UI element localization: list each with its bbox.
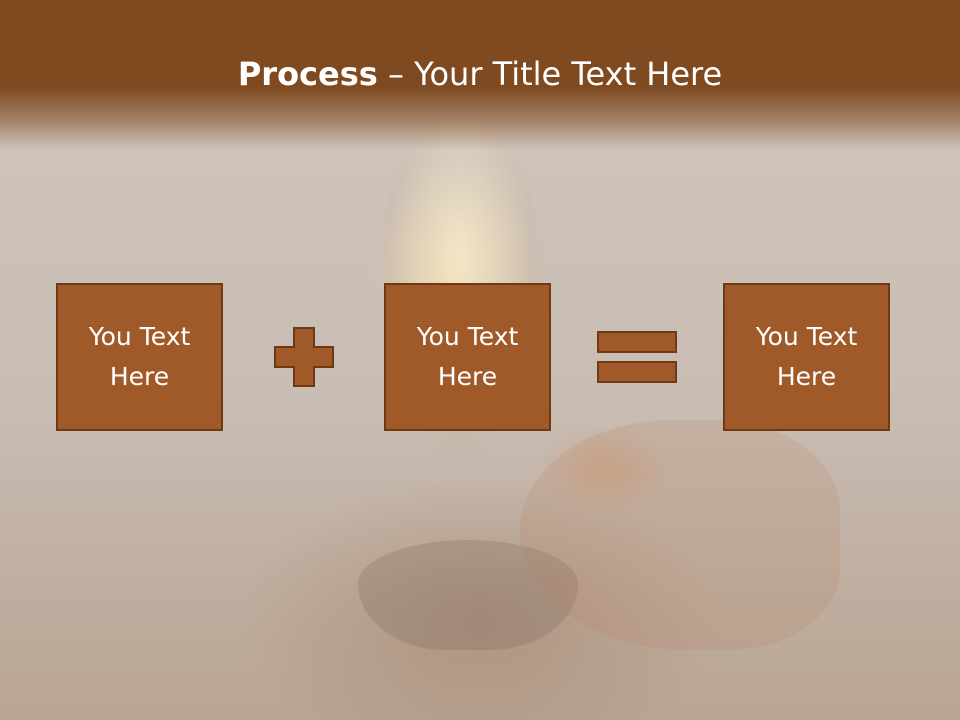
process-box-2-label: You Text Here [416, 322, 519, 391]
process-box-1-label: You Text Here [88, 322, 191, 391]
process-box-3-label: You Text Here [755, 322, 858, 391]
title-rest: – Your Title Text Here [377, 55, 723, 93]
header-band [0, 0, 960, 150]
hand-image [520, 420, 840, 650]
process-box-3[interactable]: You Text Here [723, 283, 890, 431]
process-box-1[interactable]: You Text Here [56, 283, 223, 431]
process-box-2[interactable]: You Text Here [384, 283, 551, 431]
oil-lamp-base [358, 540, 578, 650]
slide-title[interactable]: Process – Your Title Text Here [0, 52, 960, 96]
title-bold: Process [237, 55, 378, 93]
plus-icon [274, 327, 334, 387]
equals-icon [597, 331, 677, 383]
